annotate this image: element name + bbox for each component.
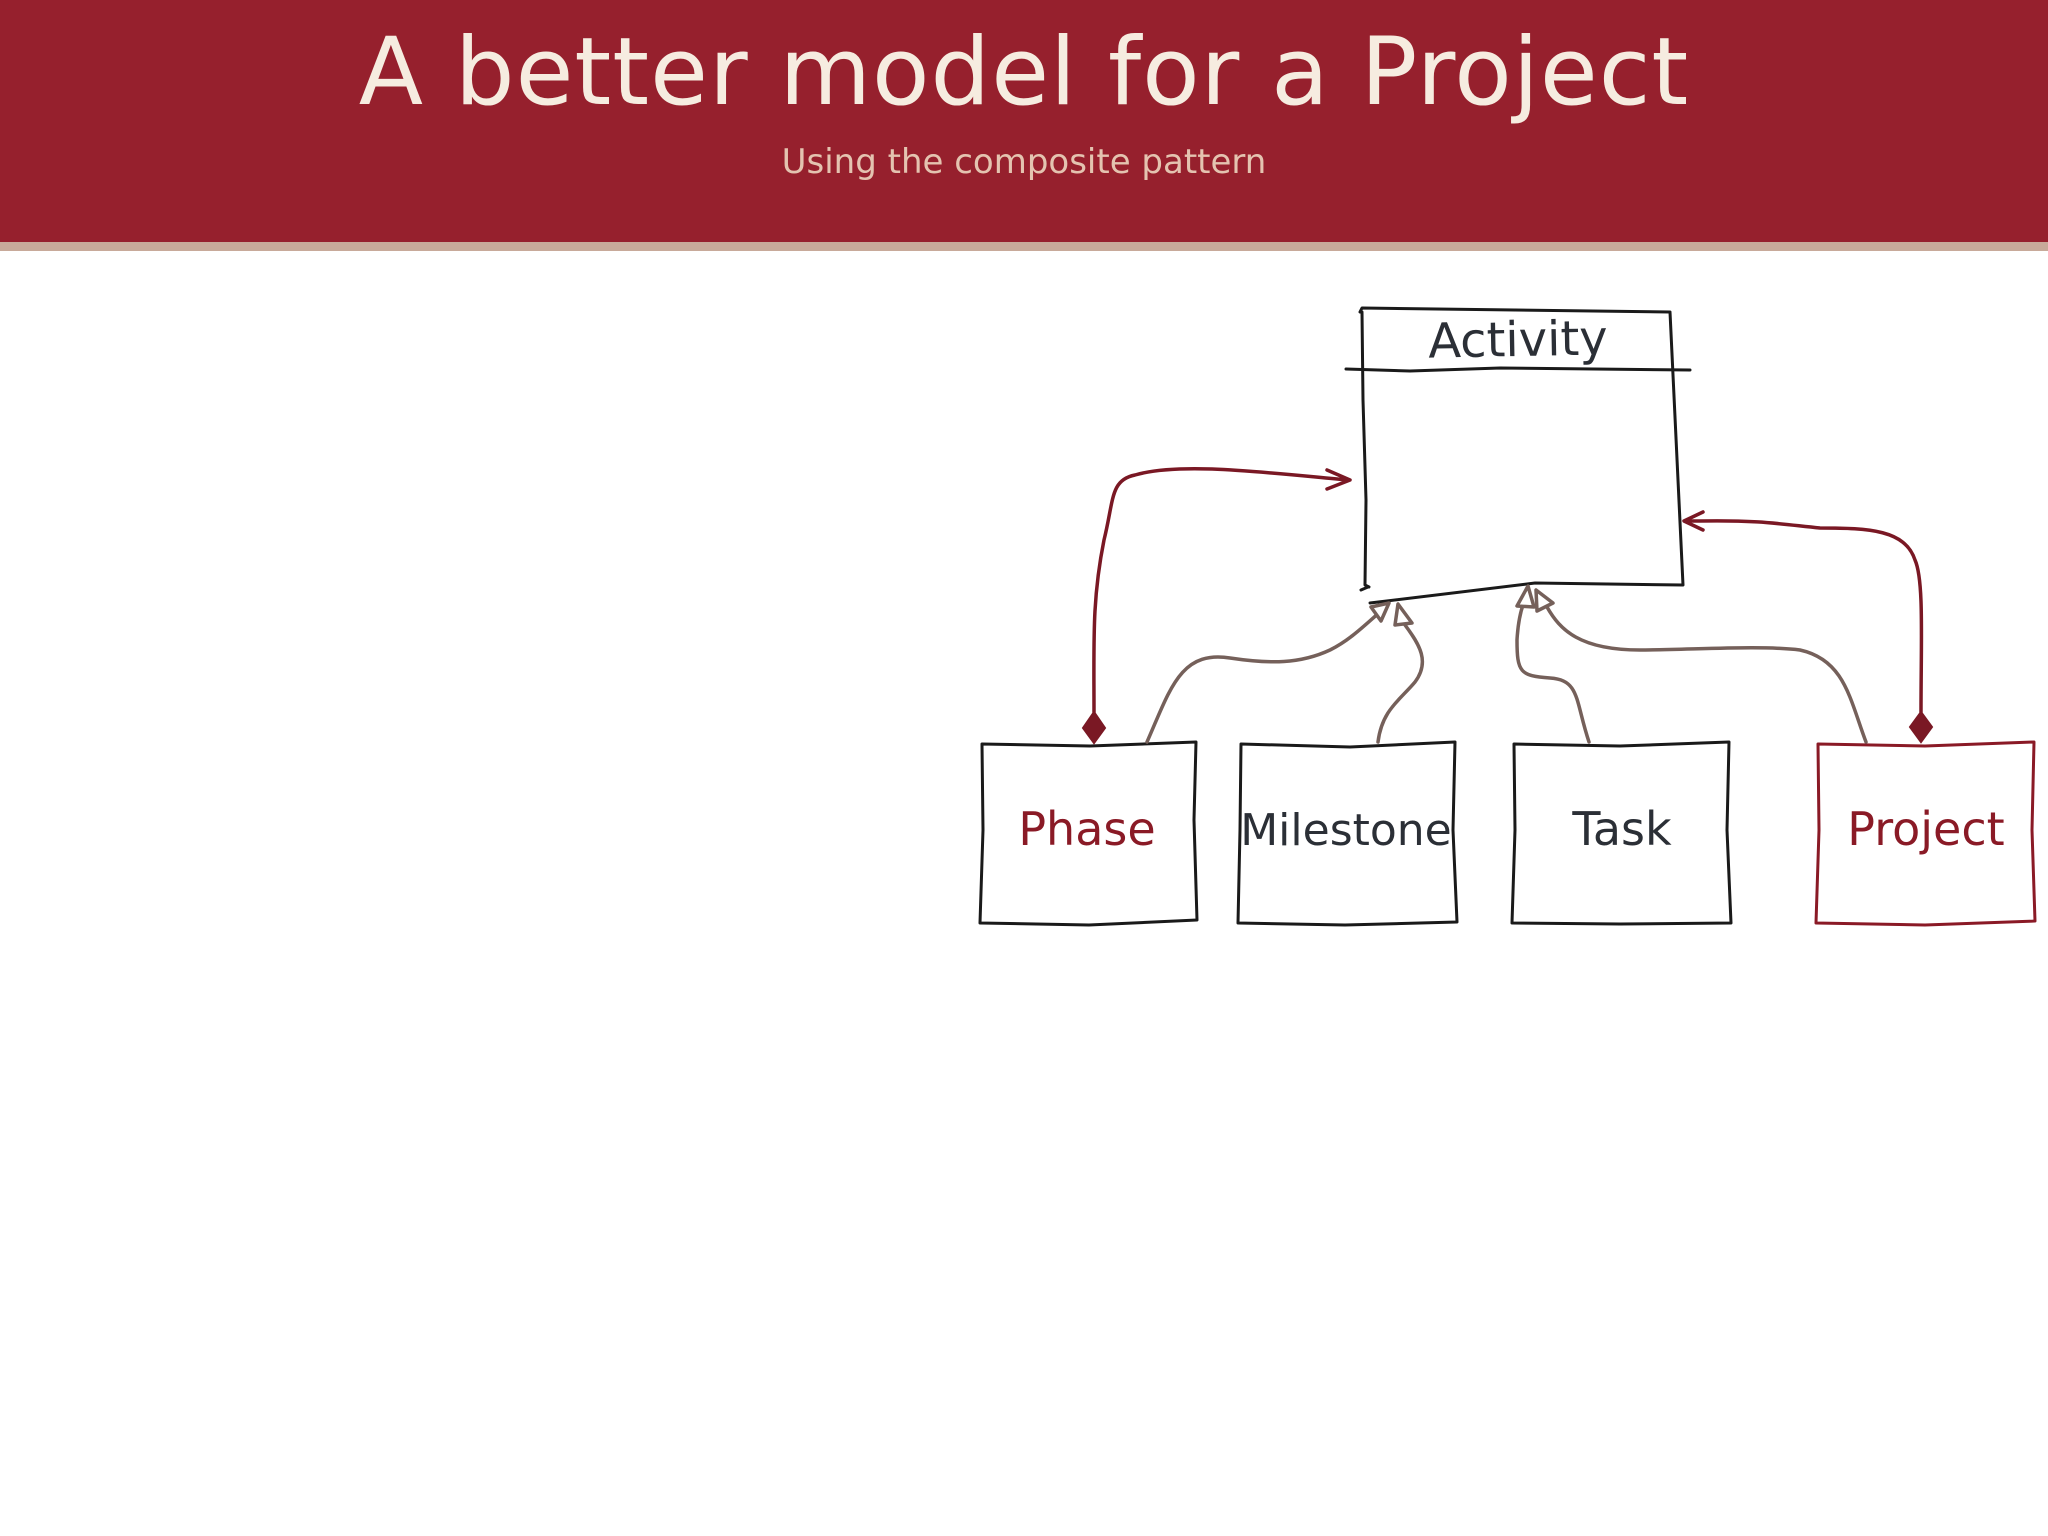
slide-subtitle: Using the composite pattern [781, 142, 1267, 182]
activity-class-label: Activity [1428, 310, 1608, 369]
task-class-box: Task [1510, 740, 1733, 926]
phase-class-label: Phase [1018, 802, 1155, 856]
task-generalization-link [1515, 584, 1591, 744]
project-class-label: Project [1847, 802, 2004, 856]
project-generalization-link [1534, 588, 1868, 744]
task-class-label: Task [1571, 802, 1672, 856]
phase-generalization-link [1145, 601, 1391, 744]
header-divider [0, 242, 2048, 251]
slide-header: A better model for a Project Using the c… [0, 0, 2048, 242]
project-class-box: Project [1814, 740, 2037, 927]
milestone-class-box: Milestone [1236, 740, 1459, 927]
project-composition-link [1682, 510, 1934, 744]
project-composition-diamond [1908, 710, 1934, 744]
phase-class-box: Phase [978, 740, 1199, 927]
phase-composition-diamond [1081, 710, 1107, 745]
activity-class-box: Activity [1344, 306, 1692, 605]
milestone-class-label: Milestone [1240, 805, 1452, 856]
milestone-generalization-link [1376, 602, 1425, 744]
phase-composition-link [1081, 466, 1352, 745]
slide-title: A better model for a Project [358, 18, 1690, 127]
